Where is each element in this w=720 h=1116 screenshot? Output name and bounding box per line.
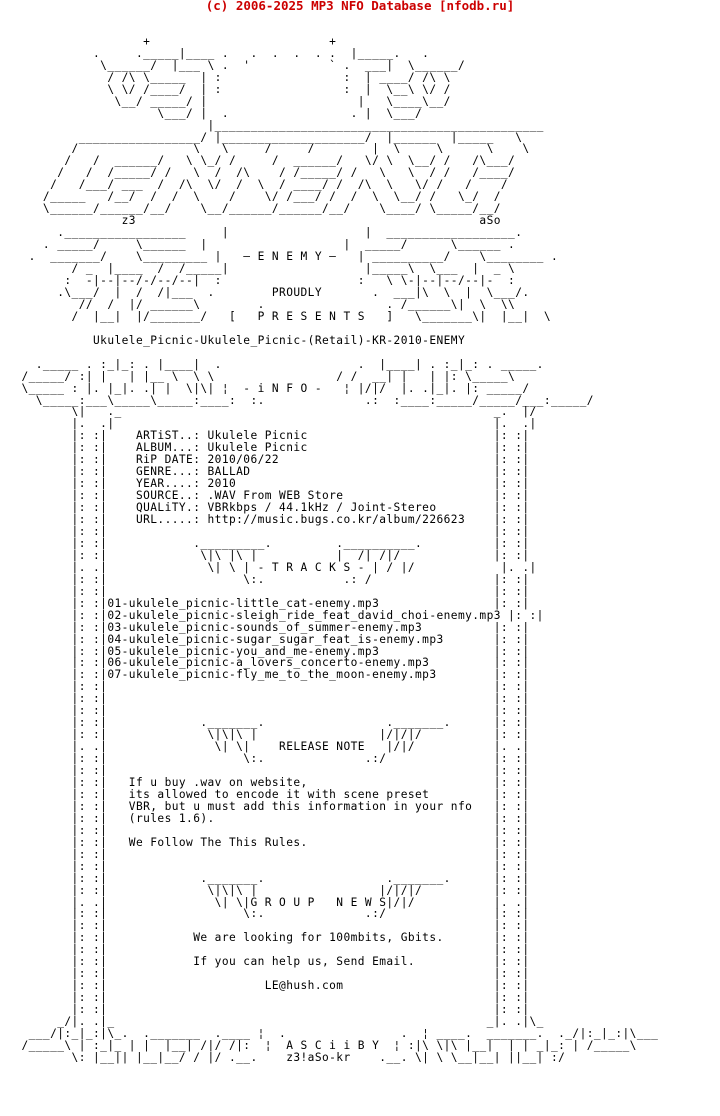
nfo-line: |: :| ._______. ._______. |: :| bbox=[0, 871, 530, 885]
nfo-line: |: :|04-ukulele_picnic-sugar_sugar_feat_… bbox=[0, 632, 530, 646]
nfo-line: /_____/ :| | | |__ \ \ \ / / __| | | |: … bbox=[0, 369, 516, 383]
nfo-line: |: :| |: :| bbox=[0, 704, 530, 718]
nfo-line: |: :| \:. .:/ |: :| bbox=[0, 907, 530, 921]
nfo-line: \| ._ _. |/ bbox=[0, 405, 537, 419]
nfo-line: / \ \ / / | \ \ \ \ bbox=[0, 142, 530, 156]
nfo-line: / / ______/ \ \_/ / / ______/ \/ \ \__/ … bbox=[0, 154, 516, 168]
nfo-line: |: :| ARTiST..: Ukulele Picnic |: :| bbox=[0, 429, 530, 443]
nfo-line: /_____ /__/ / / \ / \/ /___/ / / \ \__/ … bbox=[0, 190, 501, 204]
nfo-line: |: :| We are looking for 100mbits, Gbits… bbox=[0, 931, 530, 945]
nfo-line: Ukulele_Picnic-Ukulele_Picnic-(Retail)-K… bbox=[0, 333, 466, 347]
nfo-line: . _______/ \_________ | — E N E M Y — | … bbox=[0, 250, 559, 264]
nfo-line: // / |/ ______\ . . /______\| \ \\ bbox=[0, 297, 516, 311]
nfo-line: |: :|03-ukulele_picnic-sounds_of_summer-… bbox=[0, 620, 530, 634]
nfo-line: |: :| \:. .: / |: :| bbox=[0, 572, 530, 586]
nfo-line: |: :| If u buy .wav on website, |: :| bbox=[0, 776, 530, 789]
nfo-line: |: :| |: :| bbox=[0, 584, 530, 598]
nfo-line: |: :| ._______. ._______. |: :| bbox=[0, 716, 530, 730]
nfo-line: \__/ _____/ | | \____\__/ bbox=[0, 94, 451, 108]
nfo-line: |: :|06-ukulele_picnic-a_lovers_concerto… bbox=[0, 656, 530, 670]
nfo-line: : -|--|--/-/--/--| : : \ \-|--|--/--|- : bbox=[0, 273, 516, 287]
nfo-line: |: :|01-ukulele_picnic-little_cat-enemy.… bbox=[0, 596, 530, 610]
nfo-line: / / /_____/ / \ / /\ / /_____/ / \ \ / /… bbox=[0, 166, 516, 180]
nfo-line: \ \/ /____/ | : : | \__\ \/ / bbox=[0, 82, 451, 96]
nfo-line: ._____ . :_|_: . |____| . . |____| . :_|… bbox=[0, 357, 544, 371]
nfo-line: |: :| LE@hush.com |: :| bbox=[0, 979, 530, 993]
nfo-line: \______/ |___ \ . ' ` . ___| \______/ bbox=[0, 58, 466, 72]
nfo-line: |: :| its allowed to encode it with scen… bbox=[0, 787, 530, 801]
nfo-line: \_____ : |. |_|. .| | \|\| ¦ - i N F O -… bbox=[0, 381, 530, 395]
nfo-line: |: :| RiP DATE: 2010/06/22 |: :| bbox=[0, 453, 530, 467]
nfo-line: |: :| |: :| bbox=[0, 859, 530, 873]
nfo-line: |: :| \|\|\ | |/|/|/ |: :| bbox=[0, 728, 530, 742]
nfo-line: |: :| ._________. .__________. |: :| bbox=[0, 536, 530, 550]
nfo-line: |: :| ALBUM...: Ukulele Picnic |: :| bbox=[0, 441, 530, 455]
nfo-line: |: :| |: :| bbox=[0, 919, 530, 933]
nfo-line: ._________________ | | _________________… bbox=[0, 226, 523, 240]
nfo-line: |: :| YEAR....: 2010 |: :| bbox=[0, 477, 530, 491]
nfo-line: |: :| |: :| bbox=[0, 823, 530, 837]
nfo-line: |: :| |: :| bbox=[0, 680, 530, 694]
nfo-line: + + bbox=[0, 34, 337, 48]
nfo-line: / |__| |/_______/ [ P R E S E N T S ] \_… bbox=[0, 309, 551, 323]
nfo-line: |: :| |: :| bbox=[0, 764, 530, 778]
nfo-line: \_____:___\_____\_____:____: :. .: :____… bbox=[0, 393, 594, 407]
nfo-line: |: :| |: :| bbox=[0, 524, 530, 538]
site-header: (c) 2006-2025 MP3 NFO Database [nfodb.ru… bbox=[205, 0, 515, 13]
nfo-line: |: :| |: :| bbox=[0, 991, 530, 1005]
nfo-line: _/|. .|_ _|. .|\_ bbox=[0, 1015, 544, 1029]
nfo-line: |: :| |: :| bbox=[0, 943, 530, 957]
nfo-line: |: :| |: :| bbox=[0, 847, 530, 861]
nfo-line: / /\ \_____ | : : | ____/ /\ \ bbox=[0, 70, 451, 84]
nfo-ascii-art: + + . ._____|____ . . . . . . |_____. . … bbox=[0, 12, 720, 1064]
nfo-line: |: :| \:. .:/ |: :| bbox=[0, 752, 530, 766]
nfo-line: z3 aSo bbox=[0, 214, 501, 228]
nfo-line: |: :| \|\ |\ | | /| /|/ |: :| bbox=[0, 548, 530, 562]
nfo-line: |: :| \|\|\ | |/|/|/ |: :| bbox=[0, 883, 530, 897]
nfo-line: ___/|:_|_:|\_. ._______ .____ ¦ . . ¦ __… bbox=[0, 1027, 659, 1041]
nfo-line: |: :| If you can help us, Send Email. |:… bbox=[0, 955, 530, 969]
nfo-line: . ._____|____ . . . . . . |_____. . bbox=[0, 46, 430, 60]
nfo-line: |_______________________________________… bbox=[0, 118, 544, 132]
nfo-line: . _____/ \______ | | _____/ \______ . bbox=[0, 238, 516, 252]
nfo-line: |: :|05-ukulele_picnic-you_and_me-enemy.… bbox=[0, 644, 530, 658]
nfo-line: / /___/ ___ / /\ \/ / \ / ____/ / /\ \ \… bbox=[0, 178, 509, 192]
nfo-line: .\___/ | / /|___ . PROUDLY . ___|\ \ | \… bbox=[0, 285, 530, 299]
nfo-line: _________________/ |____________________… bbox=[0, 130, 523, 144]
nfo-line: |: :| (rules 1.6). |: :| bbox=[0, 811, 530, 825]
nfo-line: /_____\ | :_|_ | | |__| /|/ /|: ¦ A S C … bbox=[0, 1038, 637, 1052]
nfo-line: |: :| |: :| bbox=[0, 967, 530, 981]
nfo-line: |. .| \| \ | - T R A C K S - | / |/ |. .… bbox=[0, 560, 537, 574]
nfo-line: |. .| |. .| bbox=[0, 417, 537, 431]
nfo-line: \: |__|| |__|__/ / |/ .__. z3!aSo-kr .__… bbox=[0, 1050, 566, 1064]
nfo-line: / _ |____ / /_____| |_____\ \___ | _ \ bbox=[0, 262, 516, 276]
nfo-line: |: :| |: :| bbox=[0, 692, 530, 706]
nfo-line: |: :|02-ukulele_picnic-sleigh_ride_feat_… bbox=[0, 608, 544, 622]
nfo-line: |: :| QUALiTY.: VBRkbps / 44.1kHz / Join… bbox=[0, 501, 530, 515]
nfo-line: |: :| We Follow The This Rules. |: :| bbox=[0, 835, 530, 849]
nfo-line: |: :| VBR, but u must add this informati… bbox=[0, 799, 530, 813]
nfo-line: |: :| GENRE...: BALLAD |: :| bbox=[0, 465, 530, 479]
nfo-line: |: :| |: :| bbox=[0, 1003, 530, 1017]
nfo-line: |. .| \| \|G R O U P N E W S|/|/ |. .| bbox=[0, 895, 530, 909]
nfo-line: \______/______/__/ \__/______/______/__/… bbox=[0, 202, 501, 216]
nfo-line: |: :| URL.....: http://music.bugs.co.kr/… bbox=[0, 513, 530, 527]
nfo-line: |: :| SOURCE..: .WAV From WEB Store |: :… bbox=[0, 489, 530, 503]
nfo-line: \___/ | . . | \___/ bbox=[0, 106, 423, 120]
nfo-line: |. .| \| \| RELEASE NOTE |/|/ |. .| bbox=[0, 740, 530, 754]
nfo-line: |: :|07-ukulele_picnic-fly_me_to_the_moo… bbox=[0, 668, 530, 682]
